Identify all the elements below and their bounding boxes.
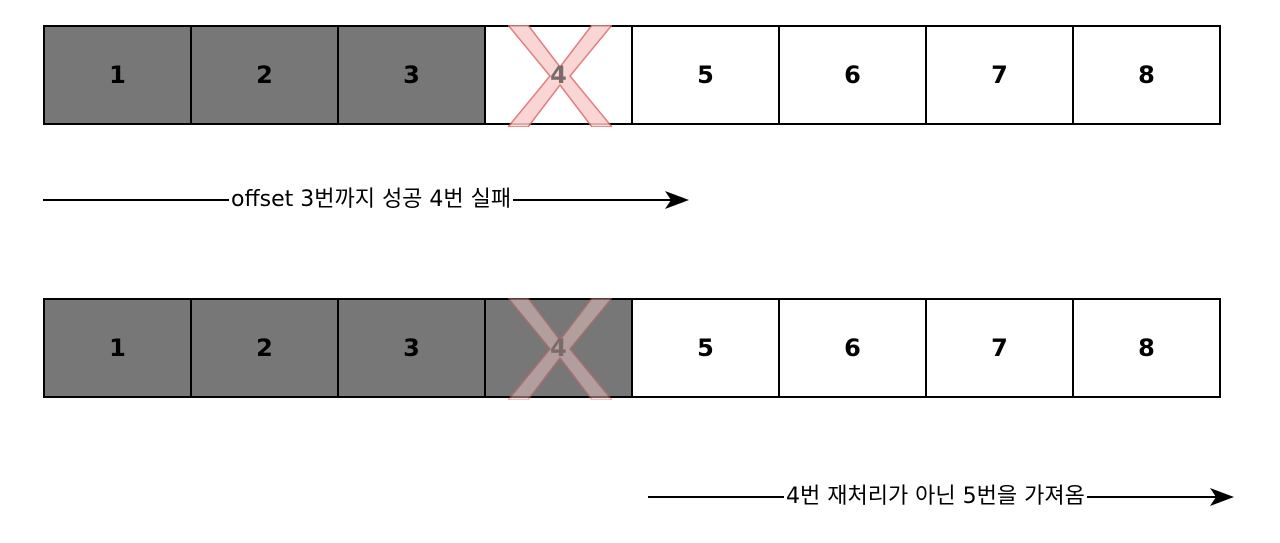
offset-cell-6: 6 <box>778 298 927 398</box>
offset-row-bottom: 1 2 3 4 5 6 7 8 <box>43 298 1235 400</box>
offset-number: 4 <box>550 334 567 362</box>
progress-arrow-top: offset 3번까지 성공 4번 실패 <box>43 187 693 213</box>
arrow-label: 4번 재처리가 아닌 5번을 가져옴 <box>784 484 1087 510</box>
offset-number: 7 <box>991 334 1008 362</box>
offset-number: 4 <box>550 61 567 89</box>
offset-row-top: 1 2 3 4 5 6 7 8 <box>43 25 1235 127</box>
offset-cell-1: 1 <box>43 25 192 125</box>
offset-number: 7 <box>991 61 1008 89</box>
offset-cell-3: 3 <box>337 298 486 398</box>
offset-cell-7: 7 <box>925 25 1074 125</box>
arrow-label: offset 3번까지 성공 4번 실패 <box>229 187 514 213</box>
offset-number: 2 <box>256 61 273 89</box>
offset-number: 2 <box>256 334 273 362</box>
offset-cell-5: 5 <box>631 25 780 125</box>
offset-number: 6 <box>844 334 861 362</box>
offset-number: 3 <box>403 61 420 89</box>
offset-number: 5 <box>697 334 714 362</box>
offset-cell-3: 3 <box>337 25 486 125</box>
offset-cell-2: 2 <box>190 298 339 398</box>
offset-cell-1: 1 <box>43 298 192 398</box>
offset-cell-4-skipped: 4 <box>484 298 633 400</box>
offset-cell-6: 6 <box>778 25 927 125</box>
offset-number: 5 <box>697 61 714 89</box>
offset-number: 8 <box>1138 334 1155 362</box>
progress-arrow-bottom: 4번 재처리가 아닌 5번을 가져옴 <box>648 484 1238 510</box>
offset-number: 8 <box>1138 61 1155 89</box>
offset-cell-8: 8 <box>1072 298 1221 398</box>
offset-number: 3 <box>403 334 420 362</box>
offset-number: 1 <box>109 334 126 362</box>
offset-cell-4-failed: 4 <box>484 25 633 127</box>
offset-cell-7: 7 <box>925 298 1074 398</box>
offset-cell-2: 2 <box>190 25 339 125</box>
offset-number: 1 <box>109 61 126 89</box>
offset-number: 6 <box>844 61 861 89</box>
offset-cell-5: 5 <box>631 298 780 398</box>
offset-cell-8: 8 <box>1072 25 1221 125</box>
